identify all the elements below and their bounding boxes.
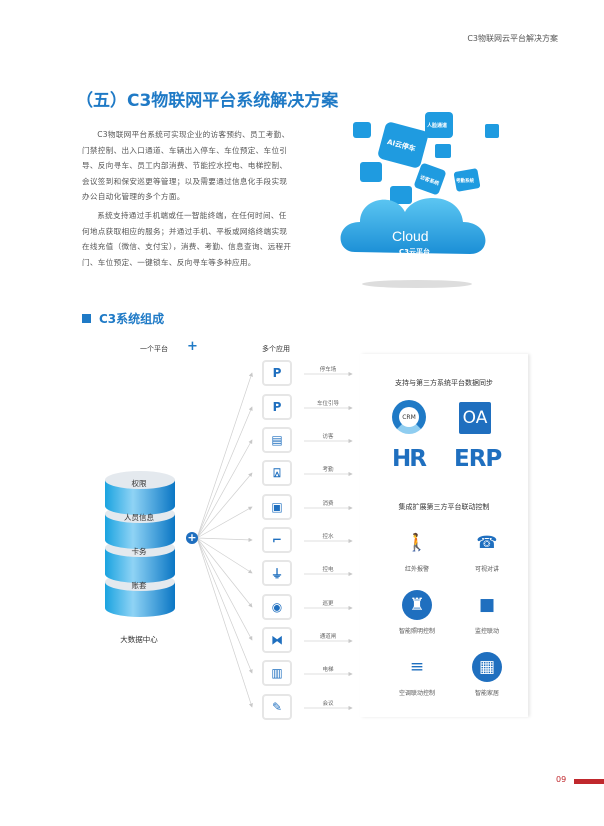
app-label: 会议 — [322, 701, 334, 707]
smart-home-icon: ▦ — [472, 652, 502, 682]
cloud-label-en: Cloud — [392, 228, 429, 244]
app-label: 巡更 — [322, 601, 334, 607]
app-label: 访客 — [322, 434, 334, 440]
linkage-title: 集成扩展第三方平台联动控制 — [398, 503, 490, 511]
linkage-label: 空调联动控制 — [398, 690, 435, 697]
connector-arrow — [196, 472, 253, 539]
cube-label: 人脸通道 — [426, 122, 447, 129]
app-label: 车位引导 — [316, 401, 339, 407]
linkage-label: 红外报警 — [404, 566, 429, 573]
plus-icon: + — [187, 339, 198, 354]
infrared-alarm-icon: 🚶 — [406, 533, 428, 553]
linkage-label: 智能家居 — [474, 690, 499, 697]
elevator-icon: ▥ — [271, 666, 283, 680]
app-meeting: ✎ — [262, 694, 292, 720]
app-gate: ⧓ — [262, 627, 292, 653]
intercom-icon: ☎ — [476, 533, 498, 553]
one-platform-label: 一个平台 — [140, 345, 168, 353]
power-plug-icon: ⏚ — [270, 566, 283, 581]
connector-arrow — [196, 372, 253, 539]
crm-logo: CRM — [392, 400, 426, 434]
linkage-label: 智能照明控制 — [398, 628, 435, 635]
document-header: C3物联网云平台解决方案 — [467, 34, 558, 43]
app-patrol: ◉ — [262, 594, 292, 620]
app-label: 电梯 — [322, 667, 334, 673]
third-party-panel: 支持与第三方系统平台数据同步 CRM OA HR ERP 集成扩展第三方平台联动… — [360, 354, 528, 717]
app-visitor: ▤ — [262, 427, 292, 453]
app-label: 考勤 — [322, 467, 334, 473]
page-number: 09 — [556, 775, 567, 784]
layer-label: 卡务 — [131, 547, 147, 556]
app-elevator: ▥ — [262, 660, 292, 686]
app-power-plug: ⏚ — [262, 560, 292, 586]
water-control-icon: ⌐ — [271, 533, 283, 547]
app-label: 控电 — [322, 567, 334, 573]
page-accent-bar — [574, 779, 604, 784]
attendance-icon: ⍓ — [273, 465, 281, 480]
intro-paragraph-2: 系统支持通过手机端或任一智能终端，在任何时间、任何地点获取相应的服务；并通过手机… — [82, 211, 292, 267]
sync-title: 支持与第三方系统平台数据同步 — [395, 379, 493, 387]
cloud-illustration: AI云停车 人脸通道 考勤系统 访客系统 Cloud C3云平台 — [335, 82, 500, 297]
parking-icon: P — [272, 366, 282, 380]
connector-arrow — [196, 506, 253, 539]
hr-logo: HR — [392, 446, 427, 472]
layer-label: 账套 — [131, 581, 147, 590]
layer-label: 人员信息 — [124, 513, 154, 522]
camera-icon: ■ — [478, 595, 496, 615]
connector-arrow — [196, 537, 253, 574]
app-label: 消费 — [322, 501, 334, 507]
connector-arrow — [196, 537, 253, 708]
app-attendance: ⍓ — [262, 460, 292, 486]
intro-paragraph-1: C3物联网平台系统可实现企业的访客预约、员工考勤、门禁控制、出入口通道、车辆出入… — [82, 130, 290, 201]
meeting-icon: ✎ — [271, 700, 283, 714]
connector-arrow — [196, 406, 253, 539]
app-label: 控水 — [322, 534, 334, 540]
erp-logo: ERP — [454, 446, 502, 472]
lighting-icon: ♜ — [402, 590, 432, 620]
layer-label: 权限 — [131, 479, 147, 488]
square-bullet-icon — [82, 314, 91, 323]
air-conditioner-icon: ≡ — [409, 657, 425, 677]
hub-plus-icon: + — [186, 531, 198, 544]
parking-guide-icon: P — [272, 400, 282, 414]
app-label: 停车场 — [319, 367, 337, 373]
patrol-icon: ◉ — [271, 600, 283, 614]
app-consume: ▣ — [262, 494, 292, 520]
consume-icon: ▣ — [271, 500, 283, 514]
connector-arrow — [196, 537, 253, 674]
linkage-label: 监控联动 — [474, 628, 499, 635]
section-title: C3系统组成 — [99, 312, 165, 326]
connector-arrow — [196, 439, 253, 539]
connector-arrow — [196, 537, 253, 542]
connector-arrow — [196, 537, 253, 641]
app-parking-guide: P — [262, 394, 292, 420]
app-water-control: ⌐ — [262, 527, 292, 553]
oa-logo: OA — [459, 402, 491, 434]
linkage-label: 可视对讲 — [474, 566, 499, 573]
visitor-icon: ▤ — [271, 433, 283, 447]
data-center-stack — [104, 470, 176, 625]
data-center-label: 大数据中心 — [120, 635, 158, 644]
gate-icon: ⧓ — [271, 633, 283, 647]
multi-apps-label: 多个应用 — [262, 345, 290, 353]
connector-arrow — [196, 537, 253, 608]
cube-label: 考勤系统 — [456, 177, 474, 184]
section-heading: C3系统组成 — [82, 310, 164, 327]
cloud-label-cn: C3云平台 — [399, 247, 430, 256]
app-label: 通道闸 — [319, 634, 337, 640]
app-parking: P — [262, 360, 292, 386]
page-title: （五）C3物联网平台系统解决方案 — [76, 91, 339, 111]
